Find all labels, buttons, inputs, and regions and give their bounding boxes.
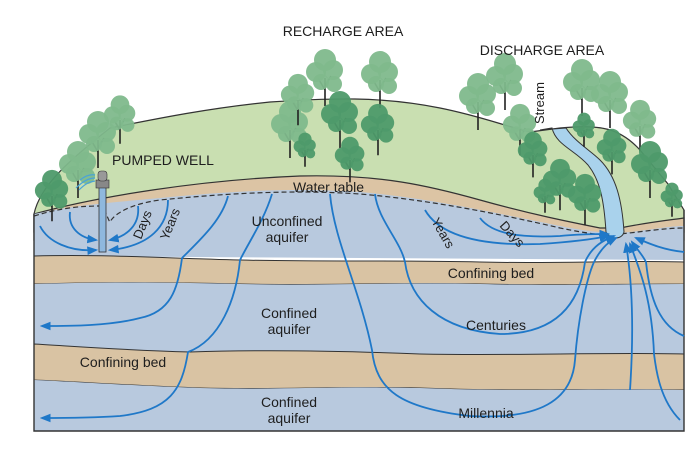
millennia-label: Millennia xyxy=(458,405,513,421)
confining-bed-lower-label: Confining bed xyxy=(80,354,166,370)
tree-icon xyxy=(360,103,395,156)
tree-icon xyxy=(631,141,668,198)
tree-icon xyxy=(567,173,602,226)
tree-icon xyxy=(459,73,496,130)
block-outline xyxy=(33,210,685,432)
unconfined-aquifer-label-1: Unconfined xyxy=(252,213,323,229)
tree-icon xyxy=(563,59,600,116)
unconfined-aquifer-label-2: aquifer xyxy=(266,229,309,245)
discharge-area-label: DISCHARGE AREA xyxy=(480,42,605,58)
flow-mid-deep xyxy=(329,193,618,418)
confined-aquifer-upper-label-1: Confined xyxy=(261,305,317,321)
centuries-label: Centuries xyxy=(466,317,526,333)
tree-icon xyxy=(596,128,627,175)
confined-aquifer-lower-label-1: Confined xyxy=(261,394,317,410)
tree-icon xyxy=(59,141,96,198)
tree-icon xyxy=(533,178,556,213)
flow-stream-years xyxy=(424,209,611,246)
water-table-label: Water table xyxy=(293,179,364,195)
flow-right-shallow xyxy=(634,237,685,253)
flow-right-mid xyxy=(630,240,685,337)
tree-icon xyxy=(622,99,657,152)
flow-unconfined-to-lower xyxy=(39,193,273,423)
stream-label: Stream xyxy=(532,82,547,124)
tree-icon xyxy=(293,132,316,167)
tree-icon xyxy=(591,71,628,128)
flow-well-left-short xyxy=(68,211,99,244)
tree-icon xyxy=(280,73,315,126)
recharge-area-label: RECHARGE AREA xyxy=(283,23,404,39)
tree-icon xyxy=(660,182,683,217)
tree-icon xyxy=(361,51,398,108)
tree-icon xyxy=(103,95,136,144)
tree-icon xyxy=(34,169,69,222)
flow-well-right-days xyxy=(107,205,140,243)
well-casing xyxy=(98,185,107,253)
tree-icon xyxy=(517,131,548,178)
pumped-well-label: PUMPED WELL xyxy=(112,152,214,168)
flow-stream-days xyxy=(479,217,611,239)
flow-well-left-long xyxy=(39,225,99,255)
flow-centuries xyxy=(374,193,617,335)
tree-icon xyxy=(572,112,595,147)
tree-icon xyxy=(271,101,308,158)
flow-well-right-years xyxy=(107,199,169,254)
well-pump-head xyxy=(97,170,108,182)
confined-aquifer-lower-label-2: aquifer xyxy=(268,410,311,426)
flow-right-deep-2 xyxy=(629,241,681,421)
trees xyxy=(34,49,683,226)
flow-lines xyxy=(39,193,685,423)
flow-years-deep xyxy=(39,195,229,331)
tree-icon xyxy=(321,91,358,148)
confining-bed-upper-label: Confining bed xyxy=(448,265,534,281)
tree-icon xyxy=(306,49,343,106)
water-spray-icon xyxy=(75,174,96,191)
pumped-well xyxy=(75,170,110,253)
flow-right-deep-1 xyxy=(623,241,633,391)
confined-aquifer-upper xyxy=(34,282,684,355)
tree-icon xyxy=(334,136,365,183)
confined-aquifer-upper-label-2: aquifer xyxy=(268,321,311,337)
tree-icon xyxy=(486,53,523,110)
confined-aquifer-lower xyxy=(34,380,684,431)
